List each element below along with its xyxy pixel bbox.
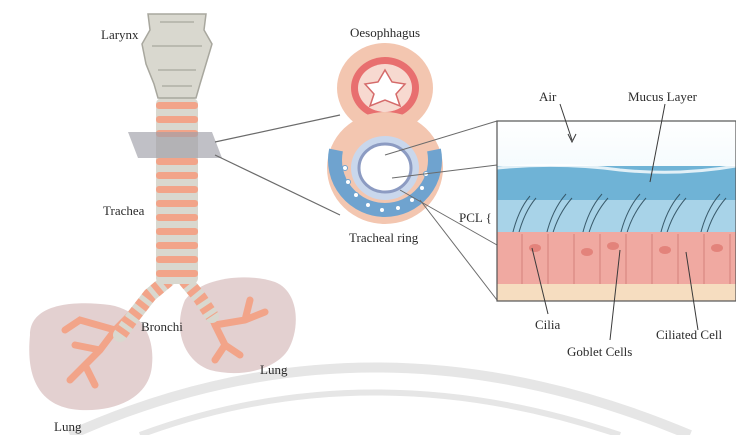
label-mucus-layer: Mucus Layer <box>628 90 697 103</box>
label-lung-right: Lung <box>260 363 287 376</box>
label-larynx: Larynx <box>101 28 139 41</box>
background-arcs <box>70 368 690 436</box>
label-bronchi: Bronchi <box>141 320 183 333</box>
label-lung-left: Lung <box>54 420 81 433</box>
connector-lines <box>215 115 340 215</box>
label-tracheal-ring: Tracheal ring <box>349 231 418 244</box>
larynx-cartilage <box>142 14 212 98</box>
label-air: Air <box>539 90 556 103</box>
label-goblet-cells: Goblet Cells <box>567 345 632 358</box>
label-pcl: PCL { <box>459 211 492 224</box>
trachea-tube <box>156 98 198 284</box>
label-cilia: Cilia <box>535 318 560 331</box>
label-ciliated-cell: Ciliated Cell <box>656 328 722 341</box>
airway-epithelium-detail <box>497 121 736 301</box>
cut-plane <box>128 132 222 158</box>
label-trachea: Trachea <box>103 204 144 217</box>
label-oesophagus: Oesophhagus <box>350 26 420 39</box>
